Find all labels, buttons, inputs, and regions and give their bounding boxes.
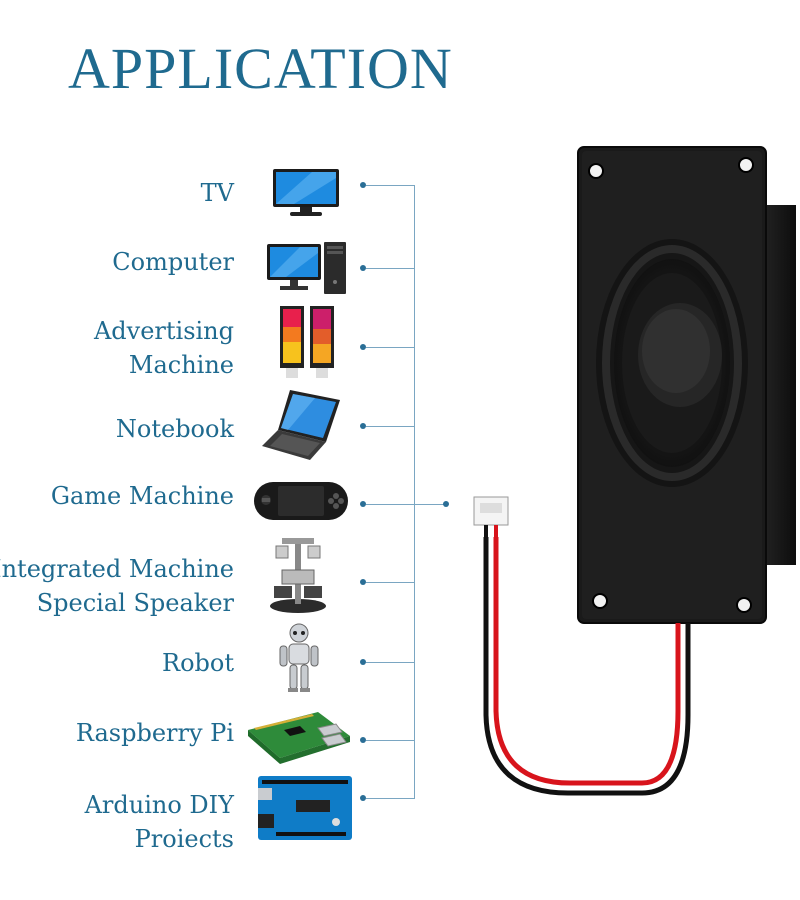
tv-icon [272, 168, 340, 218]
connector-line-robot [366, 662, 414, 663]
connector-dot-notebook [360, 423, 366, 429]
robot-icon [276, 622, 322, 694]
label-advertising-line2: Machine [128, 351, 234, 379]
label-integrated-machine: Integrated Machine Special Speaker [0, 552, 234, 620]
laptop-icon [260, 384, 344, 464]
application-title: APPLICATION [68, 36, 453, 101]
label-raspberry-pi: Raspberry Pi [75, 719, 234, 747]
arduino-board-icon [256, 774, 354, 842]
label-notebook: Notebook [115, 415, 234, 443]
connector-dot-robot [360, 659, 366, 665]
label-tv: TV [200, 179, 234, 207]
connector-line-notebook [366, 426, 414, 427]
label-arduino-line2: Proiects [134, 825, 234, 853]
connector-dot-speaker [443, 501, 449, 507]
connector-line-advertising [366, 347, 414, 348]
connector-dot-advertising [360, 344, 366, 350]
connector-dot-computer [360, 265, 366, 271]
label-robot: Robot [162, 649, 234, 677]
handheld-game-console-icon [252, 478, 350, 524]
connector-dot-raspberry [360, 737, 366, 743]
label-computer: Computer [112, 248, 234, 276]
label-game-machine: Game Machine [50, 482, 234, 510]
connector-dot-arduino [360, 795, 366, 801]
connector-dot-game-machine [360, 501, 366, 507]
label-arduino-line1: Arduino DIY [84, 791, 234, 819]
label-advertising-line1: Advertising [93, 317, 234, 345]
label-integrated-line2: Special Speaker [36, 589, 234, 617]
label-advertising-machine: Advertising Machine [94, 314, 234, 382]
connector-line-tv [366, 185, 414, 186]
integrated-speaker-machine-icon [266, 534, 330, 616]
connector-dot-tv [360, 182, 366, 188]
advertising-machine-icon [276, 304, 338, 380]
connector-line-integrated [366, 582, 414, 583]
label-integrated-line1: Integrated Machine [0, 555, 234, 583]
desktop-computer-icon [266, 240, 348, 296]
connector-trunk-line [414, 185, 415, 799]
connector-line-computer [366, 268, 414, 269]
speaker-icon [462, 145, 800, 825]
connector-line-raspberry [366, 740, 414, 741]
label-arduino: Arduino DIY Proiects [85, 788, 234, 856]
connector-line-game-machine [366, 504, 446, 505]
connector-dot-integrated [360, 579, 366, 585]
connector-line-arduino [366, 798, 414, 799]
raspberry-pi-board-icon [244, 708, 354, 770]
